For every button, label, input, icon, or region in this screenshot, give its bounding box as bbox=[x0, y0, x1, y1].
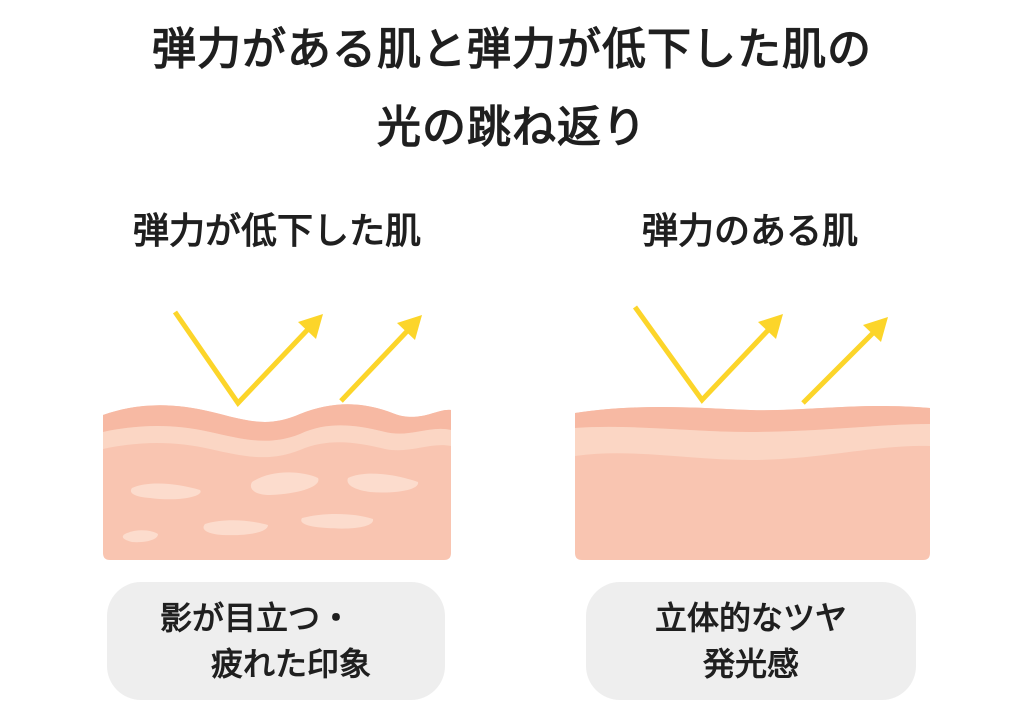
page-title-line2: 光の跳ね返り bbox=[377, 102, 647, 153]
skin-patch bbox=[347, 473, 419, 493]
caption-line: 疲れた印象 bbox=[210, 645, 371, 683]
skin-patch bbox=[301, 513, 374, 529]
panel-heading-elastic: 弾力のある肌 bbox=[641, 211, 858, 252]
elastic-skin bbox=[575, 406, 930, 560]
caption-line: 立体的なツヤ bbox=[654, 599, 847, 637]
arrowhead-icon bbox=[397, 315, 422, 340]
caption-line: 発光感 bbox=[702, 645, 799, 683]
skin-patch bbox=[130, 483, 201, 500]
skin-patch bbox=[122, 530, 158, 543]
skin-top-layer bbox=[575, 406, 930, 432]
skin-light-band bbox=[103, 425, 451, 458]
incident-reflected-arrow-icon bbox=[632, 305, 775, 404]
caption-low-elasticity: 影が目立つ・ 疲れた印象 bbox=[107, 582, 445, 700]
arrowhead-icon bbox=[758, 314, 783, 339]
page-title-line1: 弾力がある肌と弾力が低下した肌の bbox=[152, 24, 872, 75]
skin-top-layer bbox=[103, 404, 451, 441]
caption-elastic: 立体的なツヤ 発光感 bbox=[586, 582, 916, 700]
panel-heading-low-elasticity: 弾力が低下した肌 bbox=[132, 211, 421, 252]
arrowhead-icon bbox=[863, 317, 888, 342]
reflected-arrow-icon bbox=[801, 326, 880, 405]
skin-light-band bbox=[575, 424, 930, 460]
arrowhead-icon bbox=[298, 314, 323, 339]
skin-patch bbox=[203, 520, 268, 536]
low-elasticity-light-rays bbox=[172, 310, 422, 407]
elastic-light-rays bbox=[632, 305, 888, 405]
incident-reflected-arrow-icon bbox=[172, 310, 315, 407]
caption-line: 影が目立つ・ bbox=[159, 599, 352, 637]
reflected-arrow-icon bbox=[339, 324, 414, 403]
skin-patch bbox=[250, 472, 319, 495]
low-elasticity-skin bbox=[103, 404, 451, 560]
